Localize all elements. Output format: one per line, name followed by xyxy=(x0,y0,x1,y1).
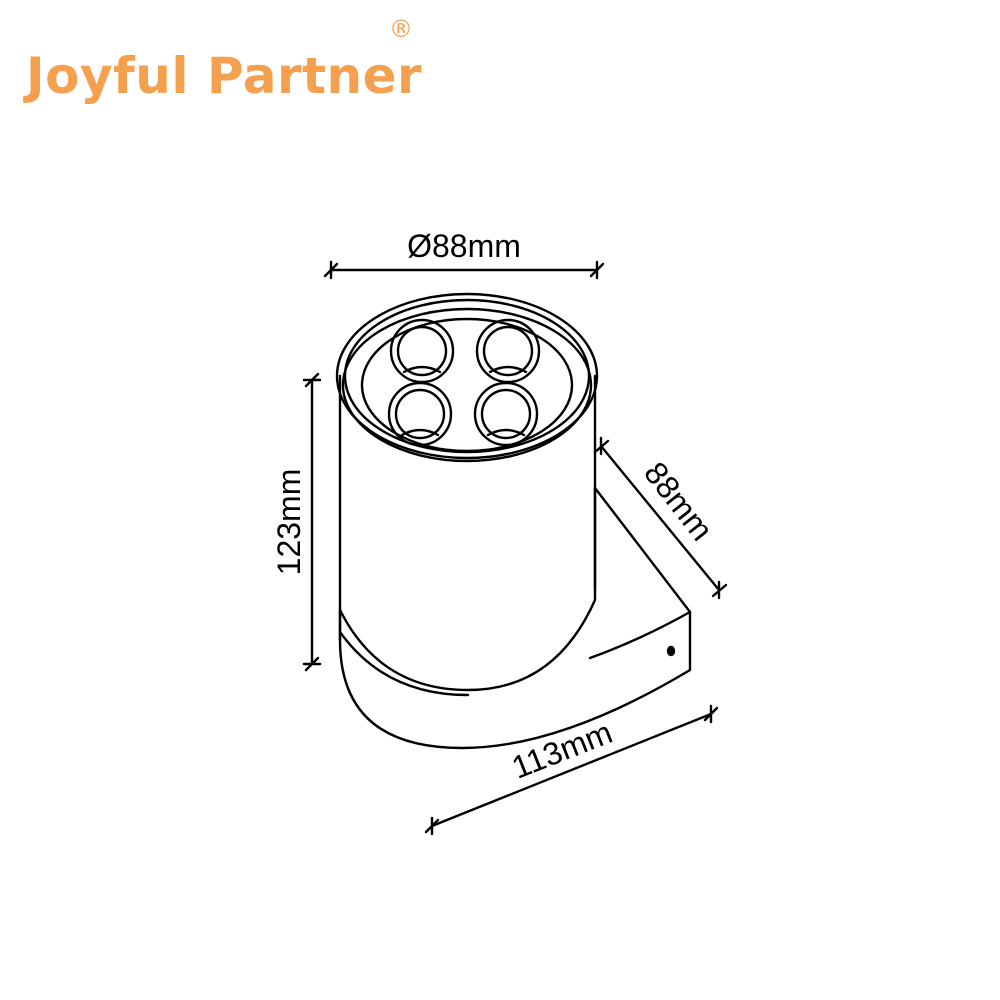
lens-icon xyxy=(389,318,455,384)
length-dimension-line xyxy=(424,704,719,836)
diameter-label: Ø88mm xyxy=(407,228,521,264)
registered-mark: ® xyxy=(389,15,413,43)
top-face xyxy=(335,292,599,463)
height-dimension-line xyxy=(302,372,322,672)
lens-icon xyxy=(387,381,453,447)
wall-bracket xyxy=(338,486,692,750)
diameter-dimension-line xyxy=(323,260,605,280)
depth-dimension-line xyxy=(593,436,728,600)
brand-logo: Joyful Partner xyxy=(26,47,423,105)
height-label: 123mm xyxy=(271,469,307,576)
cylinder-body xyxy=(338,374,597,697)
screw-hole-icon xyxy=(666,645,676,657)
led-lenses xyxy=(387,318,541,447)
depth-label: 88mm xyxy=(637,455,720,547)
lens-icon xyxy=(473,381,539,447)
lens-icon xyxy=(475,318,541,384)
